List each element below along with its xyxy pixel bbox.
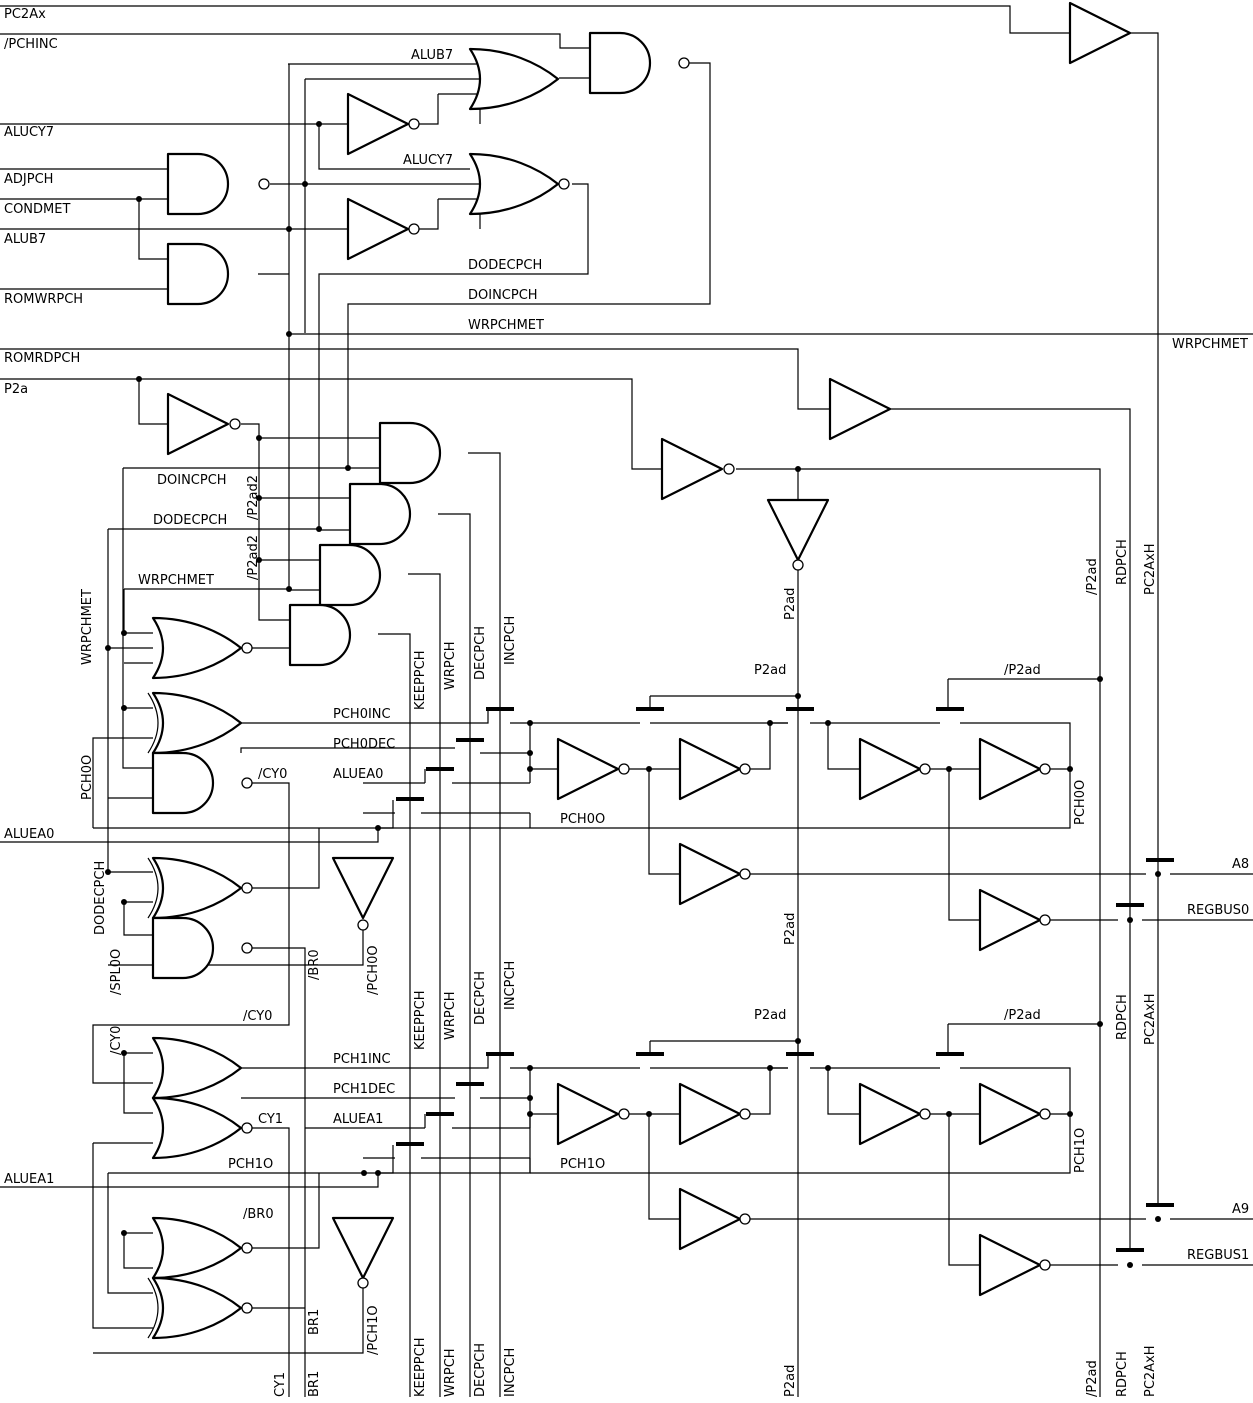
label-aluea0: ALUEA0 xyxy=(4,827,54,842)
label-wrpch-c: WRPCH xyxy=(443,1348,458,1397)
label-doincpch: DOINCPCH xyxy=(468,288,538,303)
label-decpch-c: DECPCH xyxy=(473,1343,488,1397)
label-pch0o-r: PCH0O xyxy=(1073,780,1088,825)
label-wrpchmet: WRPCHMET xyxy=(468,318,544,333)
label-dodecpch: DODECPCH xyxy=(468,258,542,273)
label-br0n-2: /BR0 xyxy=(243,1207,274,1222)
label-romwrpch: ROMWRPCH xyxy=(4,292,83,307)
label-keeppch-a: KEEPPCH xyxy=(413,651,428,710)
label-p2ad-v2: P2ad xyxy=(783,913,798,945)
label-adjpch: ADJPCH xyxy=(4,172,53,187)
label-cy1: CY1 xyxy=(258,1112,283,1127)
label-pc2ax: PC2Ax xyxy=(4,7,46,22)
label-aluea1-int: ALUEA1 xyxy=(333,1112,383,1127)
label-p2adn-v1: /P2ad xyxy=(1085,558,1100,595)
label-dodecpch-v: DODECPCH xyxy=(93,861,108,935)
label-aluea0-int: ALUEA0 xyxy=(333,767,383,782)
label-incpch-a: INCPCH xyxy=(503,616,518,665)
label-wrpchmet-v: WRPCHMET xyxy=(80,589,95,665)
label-rdpch-v3: RDPCH xyxy=(1115,1351,1130,1397)
label-p2ad-v1: P2ad xyxy=(783,588,798,620)
label-spl0o-v: /SPL0O xyxy=(109,949,124,995)
label-pch0o-v: PCH0O xyxy=(80,755,95,800)
label-pch0dec: PCH0DEC xyxy=(333,737,395,752)
label-pc2axh-v2: PC2AxH xyxy=(1143,993,1158,1045)
labels: PC2Ax /PCHINC ALUCY7 ADJPCH CONDMET ALUB… xyxy=(4,7,1249,1397)
label-alub7-int: ALUB7 xyxy=(411,48,453,63)
gates xyxy=(147,1,1132,1340)
label-p2ad2-a: /P2ad2 xyxy=(246,475,261,520)
label-p2ad-b: P2ad xyxy=(754,1008,786,1023)
label-regbus0: REGBUS0 xyxy=(1187,903,1249,918)
label-romrdpch: ROMRDPCH xyxy=(4,351,80,366)
label-pch1dec: PCH1DEC xyxy=(333,1082,395,1097)
label-p2adn-v2: /P2ad xyxy=(1085,1360,1100,1397)
label-cy0n-2: /CY0 xyxy=(243,1009,272,1024)
label-alub7: ALUB7 xyxy=(4,232,46,247)
label-p2a: P2a xyxy=(4,382,28,397)
label-p2ad-a: P2ad xyxy=(754,663,786,678)
label-p2adn-a: /P2ad xyxy=(1004,663,1041,678)
label-a9: A9 xyxy=(1232,1202,1249,1217)
label-pc2axh-v1: PC2AxH xyxy=(1143,543,1158,595)
label-condmet: CONDMET xyxy=(4,202,70,217)
label-pch0inc: PCH0INC xyxy=(333,707,391,722)
label-br0n: /BR0 xyxy=(307,949,322,980)
label-decpch-b: DECPCH xyxy=(473,971,488,1025)
label-alucy7-int: ALUCY7 xyxy=(403,153,453,168)
label-incpch-b: INCPCH xyxy=(503,961,518,1010)
label-p2ad2-b: /P2ad2 xyxy=(246,535,261,580)
label-incpch-c: INCPCH xyxy=(503,1348,518,1397)
label-p2ad-bottom: P2ad xyxy=(783,1365,798,1397)
label-pch1on: /PCH1O xyxy=(366,1305,381,1355)
label-pch0on: /PCH0O xyxy=(366,945,381,995)
label-pch1o-l: PCH1O xyxy=(228,1157,273,1172)
transfer-gates xyxy=(396,707,1174,1252)
label-wrpchmet-out: WRPCHMET xyxy=(1172,337,1248,352)
label-doincpch-2: DOINCPCH xyxy=(157,473,227,488)
label-wrpch-a: WRPCH xyxy=(443,641,458,690)
label-rdpch-v1: RDPCH xyxy=(1115,539,1130,585)
label-cy1-bottom: CY1 xyxy=(273,1372,288,1397)
label-dodecpch-2: DODECPCH xyxy=(153,513,227,528)
label-pch0o: PCH0O xyxy=(560,812,605,827)
label-rdpch-v2: RDPCH xyxy=(1115,994,1130,1040)
junction-dots xyxy=(105,121,1161,1268)
wires xyxy=(0,5,1253,1397)
label-regbus1: REGBUS1 xyxy=(1187,1248,1249,1263)
label-cy0-v: /CY0 xyxy=(109,1026,124,1055)
label-keeppch-c: KEEPPCH xyxy=(413,1338,428,1397)
label-alucy7: ALUCY7 xyxy=(4,125,54,140)
label-p2adn-b: /P2ad xyxy=(1004,1008,1041,1023)
label-keeppch-b: KEEPPCH xyxy=(413,991,428,1050)
label-wrpch-b: WRPCH xyxy=(443,991,458,1040)
label-br1-bottom: BR1 xyxy=(307,1371,322,1397)
label-cy0n: /CY0 xyxy=(258,767,287,782)
label-pchinc-n: /PCHINC xyxy=(4,37,58,52)
label-pch1inc: PCH1INC xyxy=(333,1052,391,1067)
label-wrpchmet-2: WRPCHMET xyxy=(138,573,214,588)
label-a8: A8 xyxy=(1232,857,1249,872)
label-pch1o: PCH1O xyxy=(560,1157,605,1172)
label-pch1o-r: PCH1O xyxy=(1073,1128,1088,1173)
label-aluea1: ALUEA1 xyxy=(4,1172,54,1187)
label-decpch-a: DECPCH xyxy=(473,626,488,680)
label-pc2axh-v3: PC2AxH xyxy=(1143,1345,1158,1397)
label-br1-a: BR1 xyxy=(307,1309,322,1335)
